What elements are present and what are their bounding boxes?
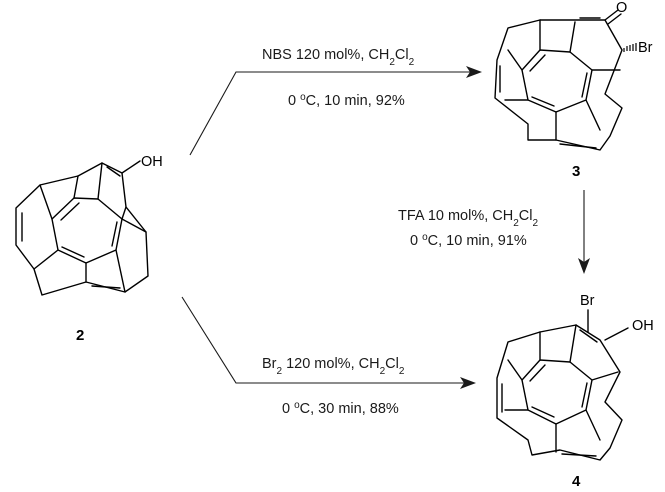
reaction-2-conditions: TFA 10 mol%, CH2Cl2 0 oC, 10 min, 91%	[398, 208, 539, 249]
compound-2-structure: OH 2	[15, 154, 163, 344]
compound-3-structure: O Br 3	[494, 0, 653, 180]
reaction-2-temp-time-yield: 0 oC, 10 min, 91%	[410, 232, 527, 250]
carbonyl-oxygen-label: O	[616, 0, 627, 16]
bromine-atom-label: Br	[638, 40, 653, 56]
reaction-arrow-2-to-4	[181, 296, 476, 389]
compound-4-structure: Br OH 4	[496, 293, 654, 490]
bromine-atom-label: Br	[580, 293, 595, 309]
compound-2-label: 2	[76, 327, 84, 344]
reaction-arrow-3-to-4	[578, 190, 590, 274]
hydroxyl-group-label: OH	[632, 318, 654, 334]
reaction-3-conditions: Br2 120 mol%, CH2Cl2 0 oC, 30 min, 88%	[262, 356, 405, 417]
reaction-3-reagents: Br2 120 mol%, CH2Cl2	[262, 356, 405, 377]
bromine-hashed-wedge	[623, 43, 637, 52]
reaction-3-temp-time-yield: 0 oC, 30 min, 88%	[282, 400, 399, 418]
compound-4-label: 4	[572, 473, 581, 490]
reaction-1-reagents: NBS 120 mol%, CH2Cl2	[262, 47, 415, 68]
reaction-arrow-2-to-3	[189, 66, 482, 156]
reaction-1-temp-time-yield: 0 oC, 10 min, 92%	[288, 92, 405, 110]
compound-3-label: 3	[572, 163, 580, 180]
hydroxyl-group-label: OH	[141, 154, 163, 170]
reaction-2-reagents: TFA 10 mol%, CH2Cl2	[398, 208, 539, 229]
reaction-1-conditions: NBS 120 mol%, CH2Cl2 0 oC, 10 min, 92%	[262, 47, 415, 109]
